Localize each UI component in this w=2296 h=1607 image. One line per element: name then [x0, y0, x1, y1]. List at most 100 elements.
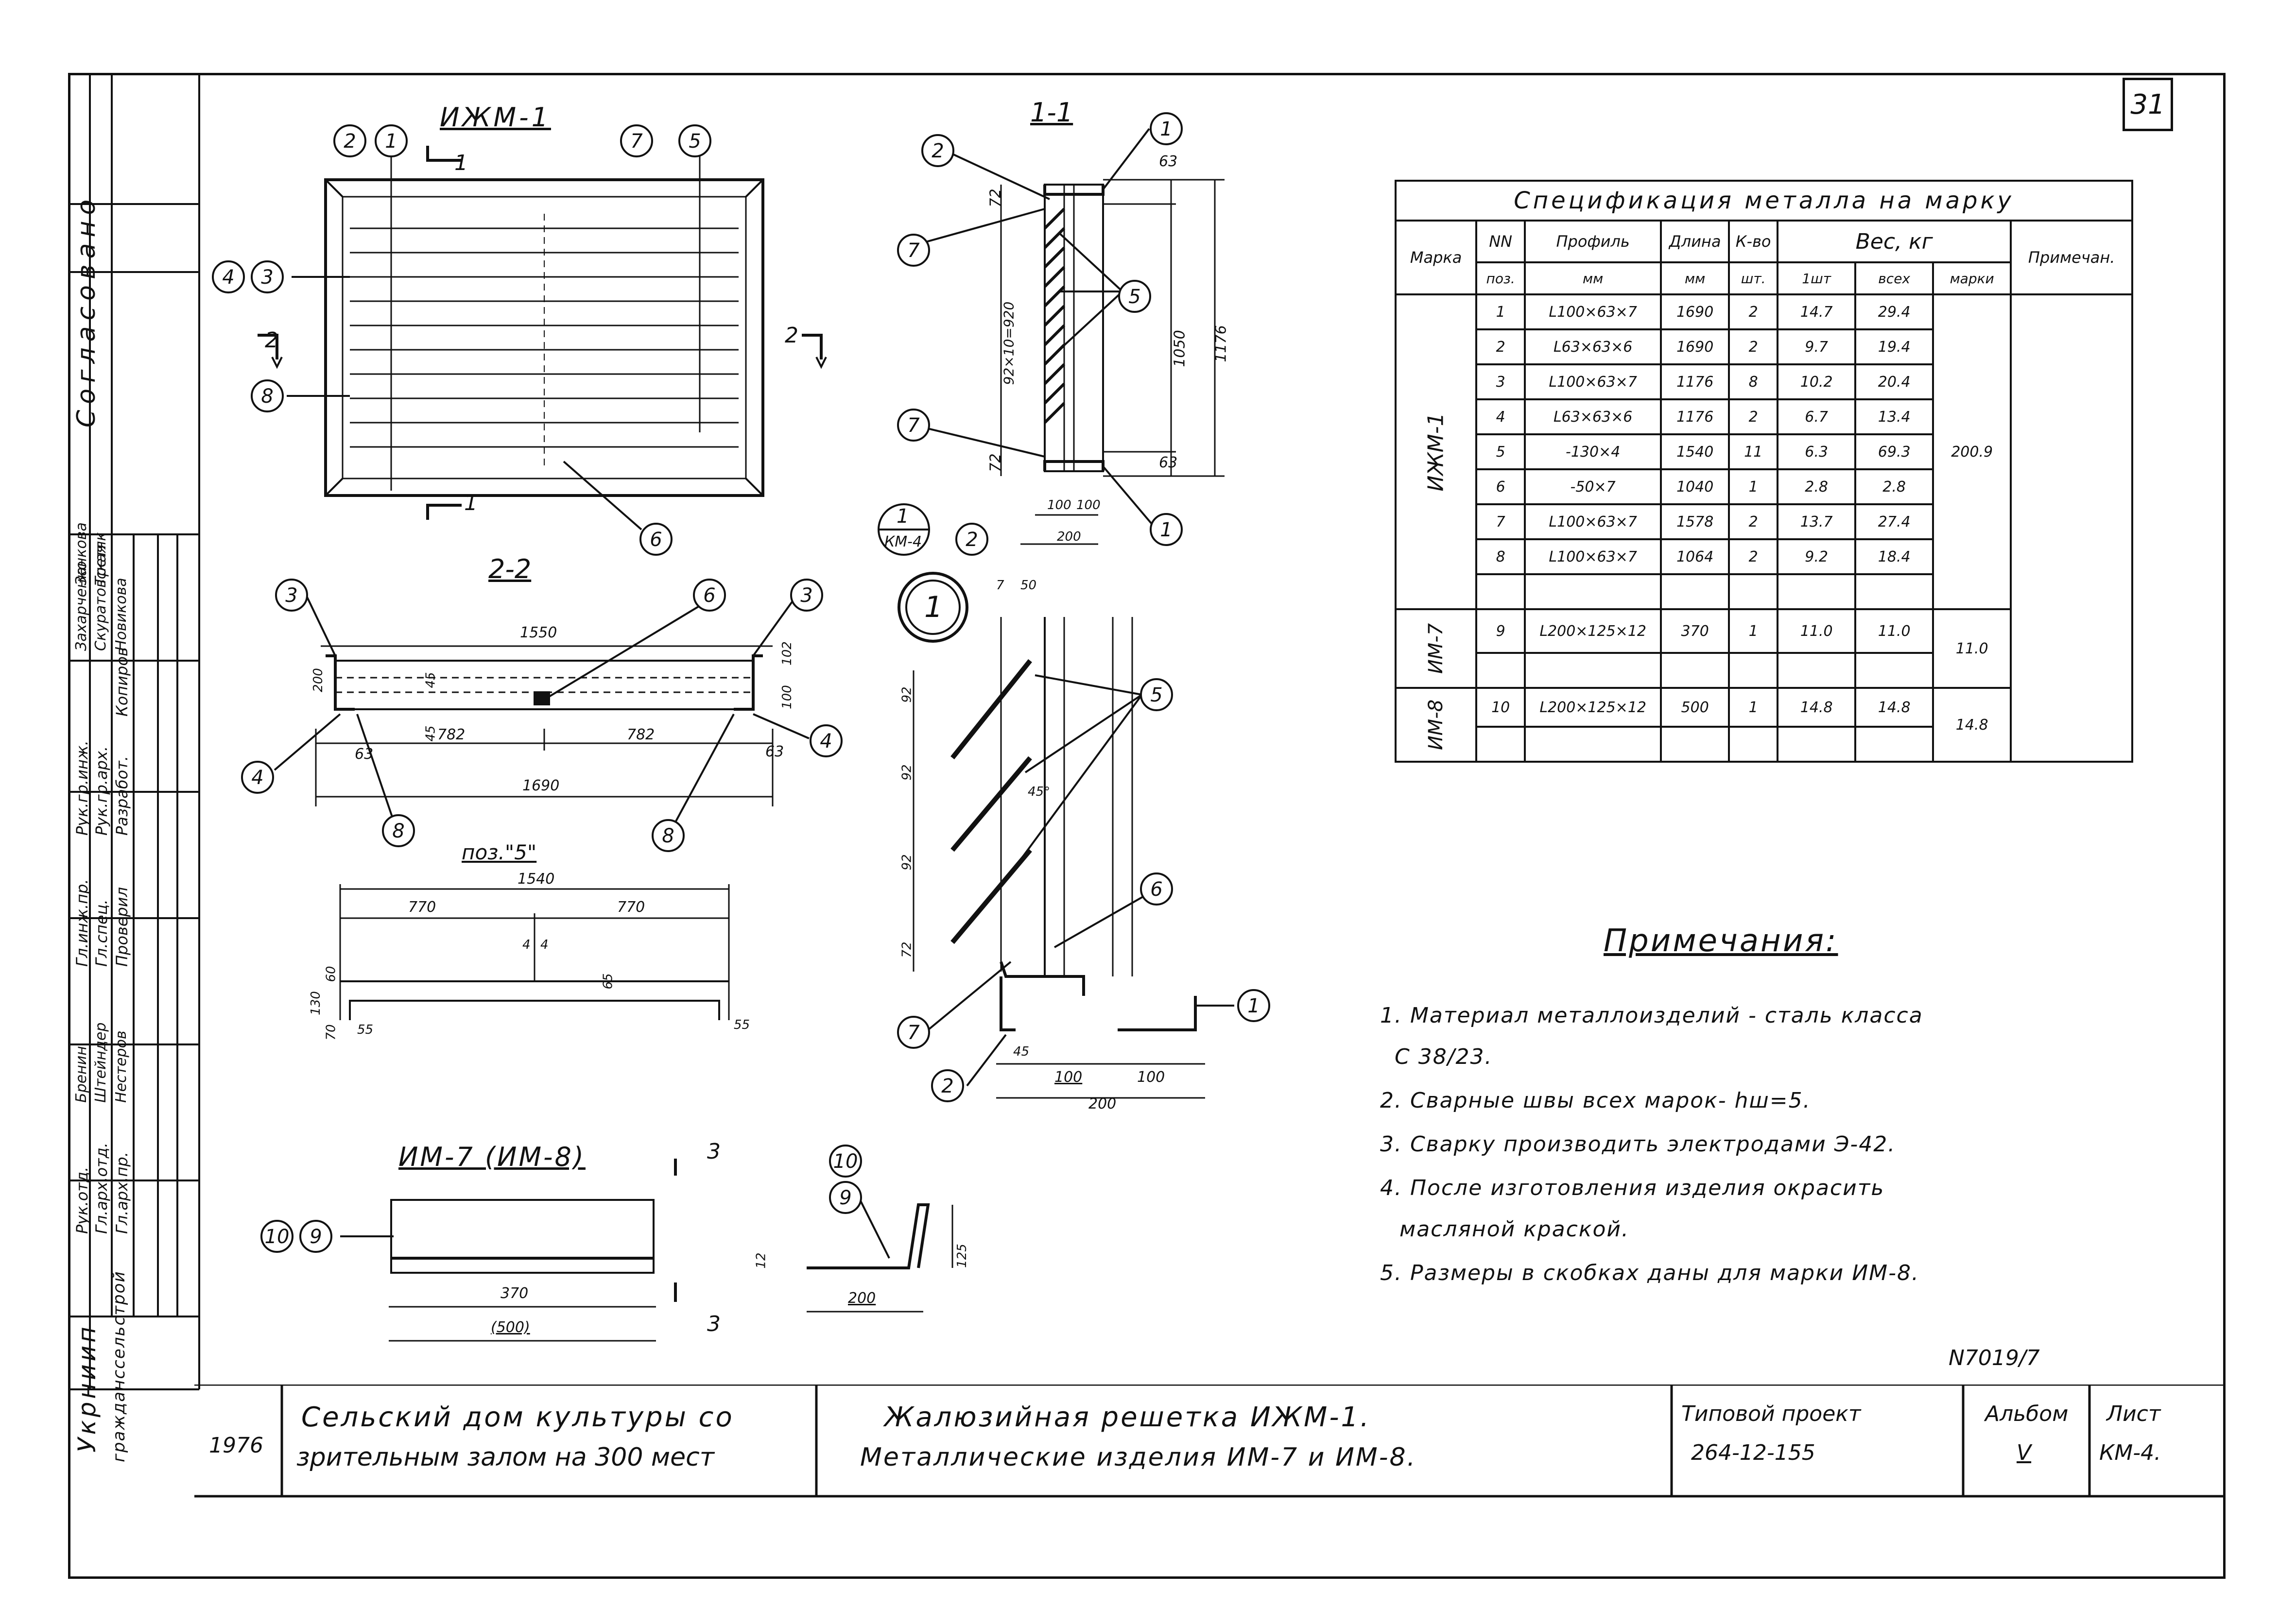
table-cell: 6.3	[1777, 433, 1857, 470]
project-label: Типовой проект	[1681, 1402, 1861, 1426]
table-cell: 1578	[1660, 503, 1730, 540]
dim: 63	[355, 746, 374, 763]
table-cell: 20.4	[1854, 363, 1934, 400]
hdr-pos: NN	[1475, 220, 1526, 263]
hdr-qty-unit: шт.	[1728, 261, 1779, 295]
table-cell: L200×125×12	[1524, 608, 1662, 654]
table-cell: 6.7	[1777, 398, 1857, 435]
table-cell: L200×125×12	[1524, 687, 1662, 728]
table-cell: 8	[1728, 363, 1779, 400]
note-line: С 38/23.	[1395, 1044, 1493, 1069]
svg-text:2: 2	[966, 529, 978, 551]
hdr-length: Длина	[1660, 220, 1730, 263]
svg-text:2: 2	[344, 130, 356, 153]
dim: 1050	[1171, 330, 1189, 367]
dim: 1690	[522, 777, 560, 794]
dim: 782	[437, 726, 466, 743]
table-cell: 13.7	[1777, 503, 1857, 540]
section22-title: 2-2	[488, 554, 532, 584]
table-cell: 1040	[1660, 468, 1730, 505]
svg-text:7: 7	[907, 239, 920, 262]
table-cell: -50×7	[1524, 468, 1662, 505]
dim: 72	[899, 941, 915, 958]
dim: 92×10=920	[1001, 301, 1017, 385]
sheet-value: КМ-4.	[2099, 1440, 2161, 1465]
table-cell: -130×4	[1524, 433, 1662, 470]
svg-text:10: 10	[265, 1226, 290, 1248]
title-year: 1976	[209, 1433, 263, 1458]
svg-text:8: 8	[662, 825, 674, 847]
spec-table: Спецификация металла на марку Марка NN П…	[1394, 180, 2134, 763]
dim: 72	[987, 188, 1004, 207]
hdr-w-mark: марки	[1932, 261, 2012, 295]
table-cell: 2	[1475, 328, 1526, 365]
dim: 1176	[1212, 325, 1230, 362]
svg-text:2: 2	[941, 1075, 953, 1097]
hdr-qty: К-во	[1728, 220, 1779, 263]
dim: 1550	[520, 624, 557, 641]
table-cell: 1690	[1660, 293, 1730, 330]
svg-text:7: 7	[907, 414, 920, 437]
table-cell: L100×63×7	[1524, 293, 1662, 330]
table-cell: 14.8	[1854, 687, 1934, 728]
dim: 70	[324, 1024, 339, 1041]
table-cell: 27.4	[1854, 503, 1934, 540]
table-cell: 9.2	[1777, 538, 1857, 575]
dim: 65	[601, 973, 616, 990]
table-cell: L100×63×7	[1524, 363, 1662, 400]
svg-text:3: 3	[800, 584, 812, 607]
dim: 200	[1088, 1095, 1117, 1112]
izhm1-title: ИЖМ-1	[440, 102, 551, 133]
im7-title: ИМ-7 (ИМ-8)	[398, 1142, 586, 1172]
dim: 130	[308, 991, 323, 1015]
drawing-line2: Металлические изделия ИМ-7 и ИМ-8.	[860, 1443, 1417, 1472]
dim: 55	[734, 1018, 750, 1032]
table-cell: 7	[1475, 503, 1526, 540]
dim: 92	[899, 854, 915, 871]
table-cell: 14.7	[1777, 293, 1857, 330]
section-mark: 2	[785, 323, 798, 348]
section-mark: 3	[707, 1139, 721, 1164]
table-cell: 370	[1660, 608, 1730, 654]
svg-text:6: 6	[1150, 878, 1162, 901]
svg-text:1: 1	[1160, 118, 1172, 140]
hdr-pos-unit: поз.	[1475, 261, 1526, 295]
dim: 200	[311, 668, 326, 692]
dim: 200	[848, 1290, 876, 1307]
table-cell: 1	[1728, 687, 1779, 728]
table-cell: 1	[1475, 293, 1526, 330]
table-cell: 2.8	[1777, 468, 1857, 505]
svg-text:8: 8	[392, 820, 404, 842]
note-line: масляной краской.	[1399, 1217, 1629, 1242]
dim: 100	[779, 685, 794, 709]
dim: 102	[779, 641, 794, 666]
detail-callout: 1	[924, 590, 943, 624]
svg-text:4: 4	[251, 767, 263, 789]
note-line: 5. Размеры в скобках даны для марки ИМ-8…	[1380, 1261, 1919, 1285]
table-cell: 1	[1728, 608, 1779, 654]
dim: 63	[1159, 153, 1178, 170]
svg-text:1: 1	[385, 130, 397, 153]
table-cell: 5	[1475, 433, 1526, 470]
dim: 45	[1013, 1044, 1030, 1059]
hdr-w-one: 1шт	[1777, 261, 1857, 295]
mark-cell: ИМ-8	[1394, 687, 1478, 763]
svg-text:3: 3	[285, 584, 297, 607]
dim: 370	[501, 1285, 529, 1302]
table-cell: 1540	[1660, 433, 1730, 470]
dim: 92	[899, 764, 915, 781]
dim: 100	[1047, 498, 1071, 513]
drawing-line1: Жалюзийная решетка ИЖМ-1.	[884, 1402, 1371, 1433]
project-number: 264-12-155	[1691, 1440, 1815, 1465]
table-cell: L63×63×6	[1524, 398, 1662, 435]
drawings-canvas: 21 75 43 86 21 75 71 2 363 44 88 56 72 1…	[212, 112, 1270, 1342]
pos5-title: поз."5"	[462, 840, 537, 864]
dim: 4	[522, 938, 531, 952]
table-cell: 2	[1728, 503, 1779, 540]
dim: 100	[1137, 1069, 1165, 1086]
section11-louvers	[1043, 207, 1066, 424]
sheet-frame	[68, 73, 2226, 1579]
dim: 45	[423, 672, 438, 688]
note-line: 1. Материал металлоизделий - сталь класс…	[1380, 1003, 1923, 1028]
note-line: 3. Сварку производить электродами Э-42.	[1380, 1132, 1896, 1157]
